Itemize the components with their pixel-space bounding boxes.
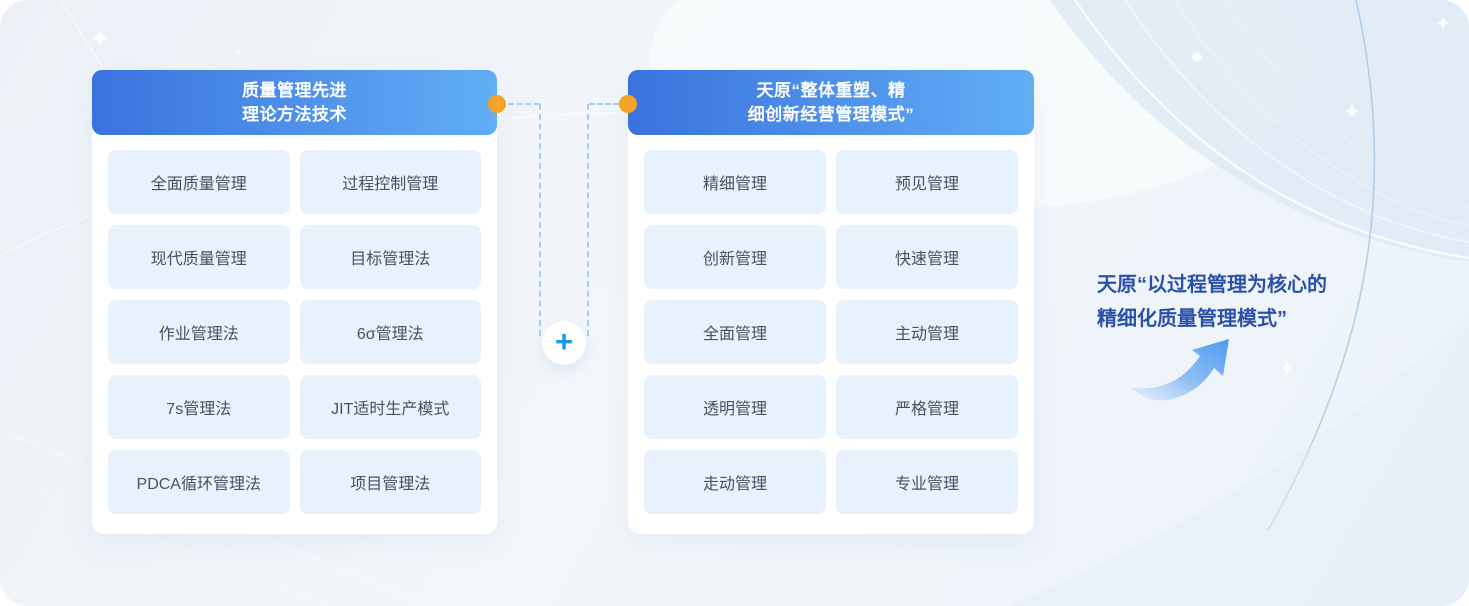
connector-dash-horizontal-left	[508, 103, 540, 105]
method-item: 项目管理法	[299, 450, 481, 514]
right-panel-header: 天原“整体重塑、精 细创新经营管理模式”	[628, 70, 1034, 135]
method-item: JIT适时生产模式	[299, 375, 481, 439]
connector-dash-horizontal-right	[589, 103, 619, 105]
sparkle-icon	[1437, 17, 1449, 29]
method-item: 预见管理	[836, 150, 1018, 214]
plus-icon: +	[554, 324, 574, 359]
connector-dash-vertical-left	[539, 104, 541, 336]
result-line2: 精细化质量管理模式”	[1097, 308, 1287, 330]
method-item: 目标管理法	[299, 225, 481, 289]
plus-badge: +	[542, 321, 586, 365]
sparkle-dot	[235, 49, 241, 55]
left-panel-header: 质量管理先进 理论方法技术	[92, 70, 497, 135]
left-panel-grid: 全面质量管理 过程控制管理 现代质量管理 目标管理法 作业管理法 6σ管理法 7…	[108, 150, 481, 514]
method-item: 创新管理	[644, 225, 826, 289]
connector-dot-right	[619, 95, 637, 113]
connector-dash-vertical-right	[587, 104, 589, 336]
method-item: 作业管理法	[108, 300, 290, 364]
result-text: 天原“以过程管理为核心的 精细化质量管理模式”	[1097, 268, 1397, 336]
method-item: PDCA循环管理法	[108, 450, 290, 514]
method-item: 过程控制管理	[299, 150, 481, 214]
method-item: 精细管理	[644, 150, 826, 214]
result-line1: 天原“以过程管理为核心的	[1097, 274, 1327, 296]
method-item: 透明管理	[644, 375, 826, 439]
method-item: 全面管理	[644, 300, 826, 364]
sparkle-icon	[92, 30, 108, 46]
sparkle-dot	[1192, 52, 1202, 62]
left-panel: 质量管理先进 理论方法技术 全面质量管理 过程控制管理 现代质量管理 目标管理法…	[92, 70, 497, 534]
method-item: 7s管理法	[108, 375, 290, 439]
method-item: 全面质量管理	[108, 150, 290, 214]
method-item: 6σ管理法	[299, 300, 481, 364]
left-panel-title-line2: 理论方法技术	[242, 104, 347, 124]
method-item: 快速管理	[836, 225, 1018, 289]
sparkle-icon	[1345, 104, 1359, 118]
right-panel: 天原“整体重塑、精 细创新经营管理模式” 精细管理 预见管理 创新管理 快速管理…	[628, 70, 1034, 534]
connector-dot-left	[488, 95, 506, 113]
left-panel-title-line1: 质量管理先进	[242, 80, 347, 100]
right-panel-grid: 精细管理 预见管理 创新管理 快速管理 全面管理 主动管理 透明管理 严格管理 …	[644, 150, 1018, 514]
method-item: 现代质量管理	[108, 225, 290, 289]
sparkle-icon	[1281, 362, 1293, 374]
method-item: 走动管理	[644, 450, 826, 514]
right-panel-title-line2: 细创新经营管理模式”	[747, 104, 915, 124]
method-item: 专业管理	[836, 450, 1018, 514]
right-panel-title-line1: 天原“整体重塑、精	[756, 80, 906, 100]
curved-arrow-icon	[1131, 339, 1229, 401]
method-item: 主动管理	[836, 300, 1018, 364]
method-item: 严格管理	[836, 375, 1018, 439]
